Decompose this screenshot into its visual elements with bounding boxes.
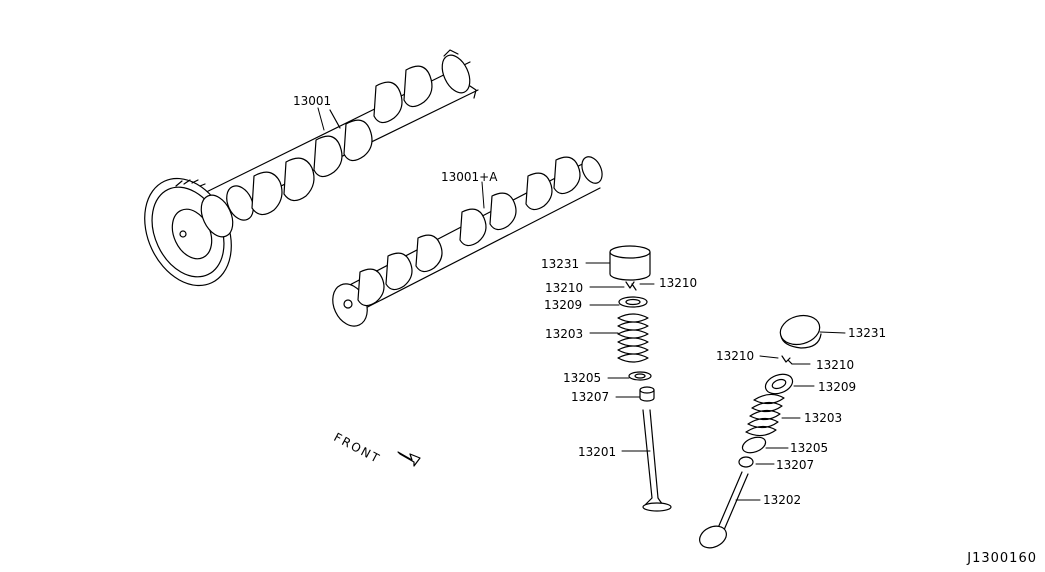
label-seat-upper: 13205	[563, 371, 602, 385]
label-camshaft-exhaust: 13001	[293, 94, 332, 108]
front-arrow-icon	[397, 451, 421, 467]
label-retainer-lower: 13209	[818, 380, 857, 394]
diagram-code: J1300160	[967, 551, 1037, 566]
camshaft-exhaust	[144, 49, 479, 287]
label-seal-upper: 13207	[571, 390, 610, 404]
label-spring-upper: 13203	[545, 327, 584, 341]
valve-stack-right	[699, 314, 822, 549]
label-spring-lower: 13203	[804, 411, 843, 425]
label-collet-left-lower: 13210	[716, 349, 755, 363]
leader-lines	[317, 107, 846, 501]
label-camshaft-intake: 13001+A	[441, 170, 498, 184]
label-collet-right-upper: 13210	[659, 276, 698, 290]
label-collet-right-lower: 13210	[816, 358, 855, 372]
label-lifter-upper: 13231	[541, 257, 580, 271]
label-valve-exhaust: 13202	[763, 493, 802, 507]
label-seal-lower: 13207	[776, 458, 815, 472]
camshaft-intake	[332, 156, 603, 327]
label-collet-left-upper: 13210	[545, 281, 584, 295]
label-valve-intake: 13201	[578, 445, 617, 459]
label-lifter-lower: 13231	[848, 326, 887, 340]
valve-stack-left	[609, 245, 672, 512]
label-seat-lower: 13205	[790, 441, 829, 455]
label-retainer-upper: 13209	[544, 298, 583, 312]
